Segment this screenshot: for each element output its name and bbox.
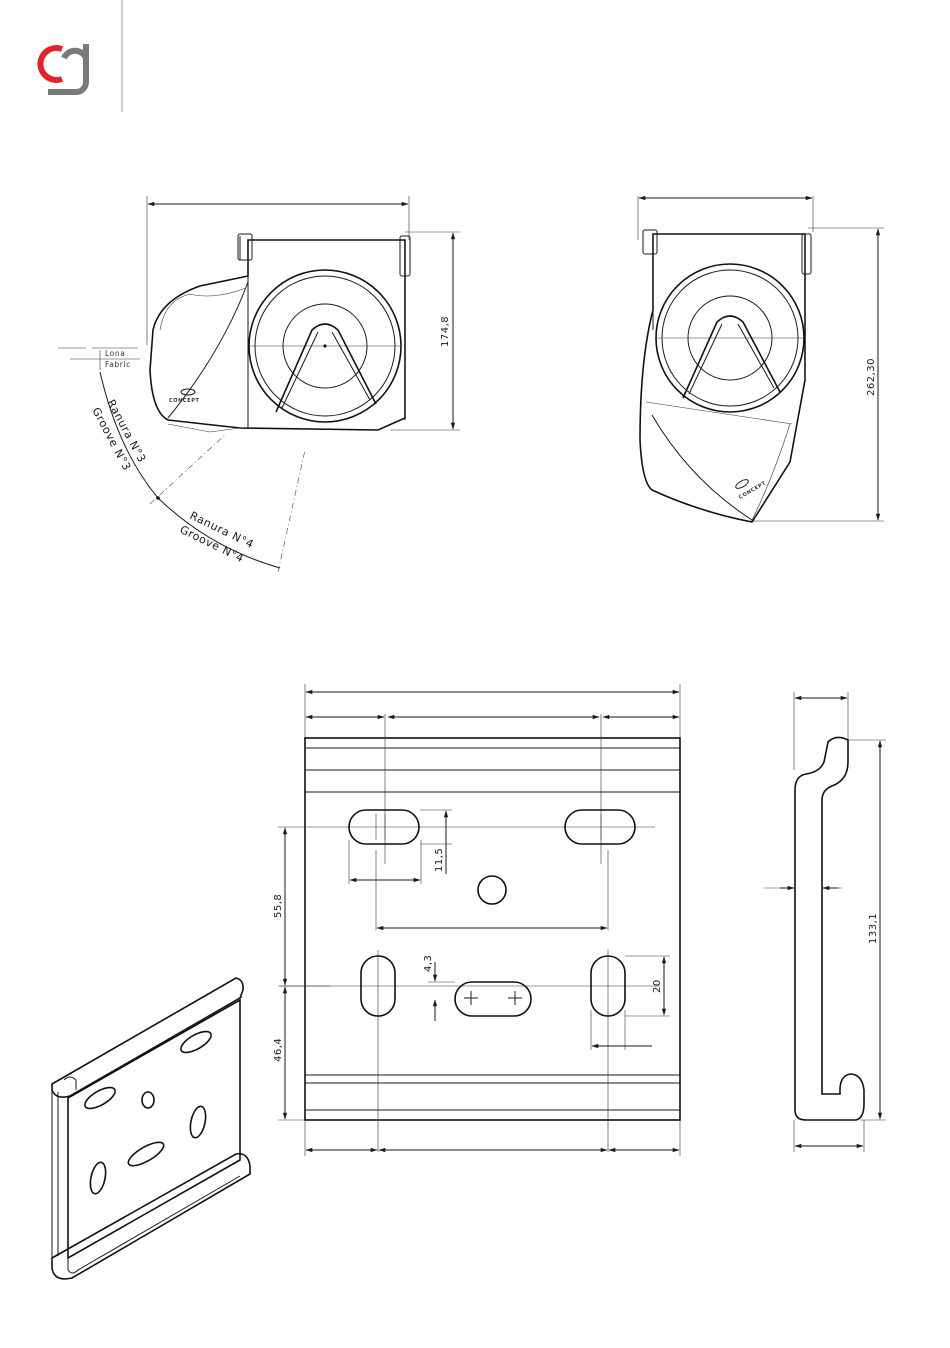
cg-logo-icon <box>40 44 86 92</box>
height-dimension-label: 174,8 <box>440 316 451 347</box>
bracket-isometric-view <box>52 978 250 1279</box>
brand-mark-text: CONCEPT <box>169 398 199 404</box>
profile-height-label: 133,1 <box>868 913 879 944</box>
cassette-side-view-left: 174,8 CONCEPT Lona Fabric <box>58 196 460 572</box>
lona-label: Lona <box>105 349 125 358</box>
upper-height-label: 55,8 <box>273 894 284 918</box>
slot-height-label: 11,5 <box>434 848 445 872</box>
brand-mark-text: CONCEPT <box>738 480 767 500</box>
slot-width-label: 4,3 <box>423 955 434 972</box>
slot-length-label: 20 <box>652 979 663 993</box>
fabric-label: Fabric <box>105 360 131 369</box>
bracket-front-view: 11,5 55,8 46,4 4,3 20 <box>273 684 680 1156</box>
lower-height-label: 46,4 <box>273 1038 284 1062</box>
bracket-side-view: 133,1 <box>764 692 886 1152</box>
cassette-side-view-right: 262,30 CONCEPT <box>638 196 884 522</box>
height-dimension-label: 262,30 <box>866 358 877 396</box>
